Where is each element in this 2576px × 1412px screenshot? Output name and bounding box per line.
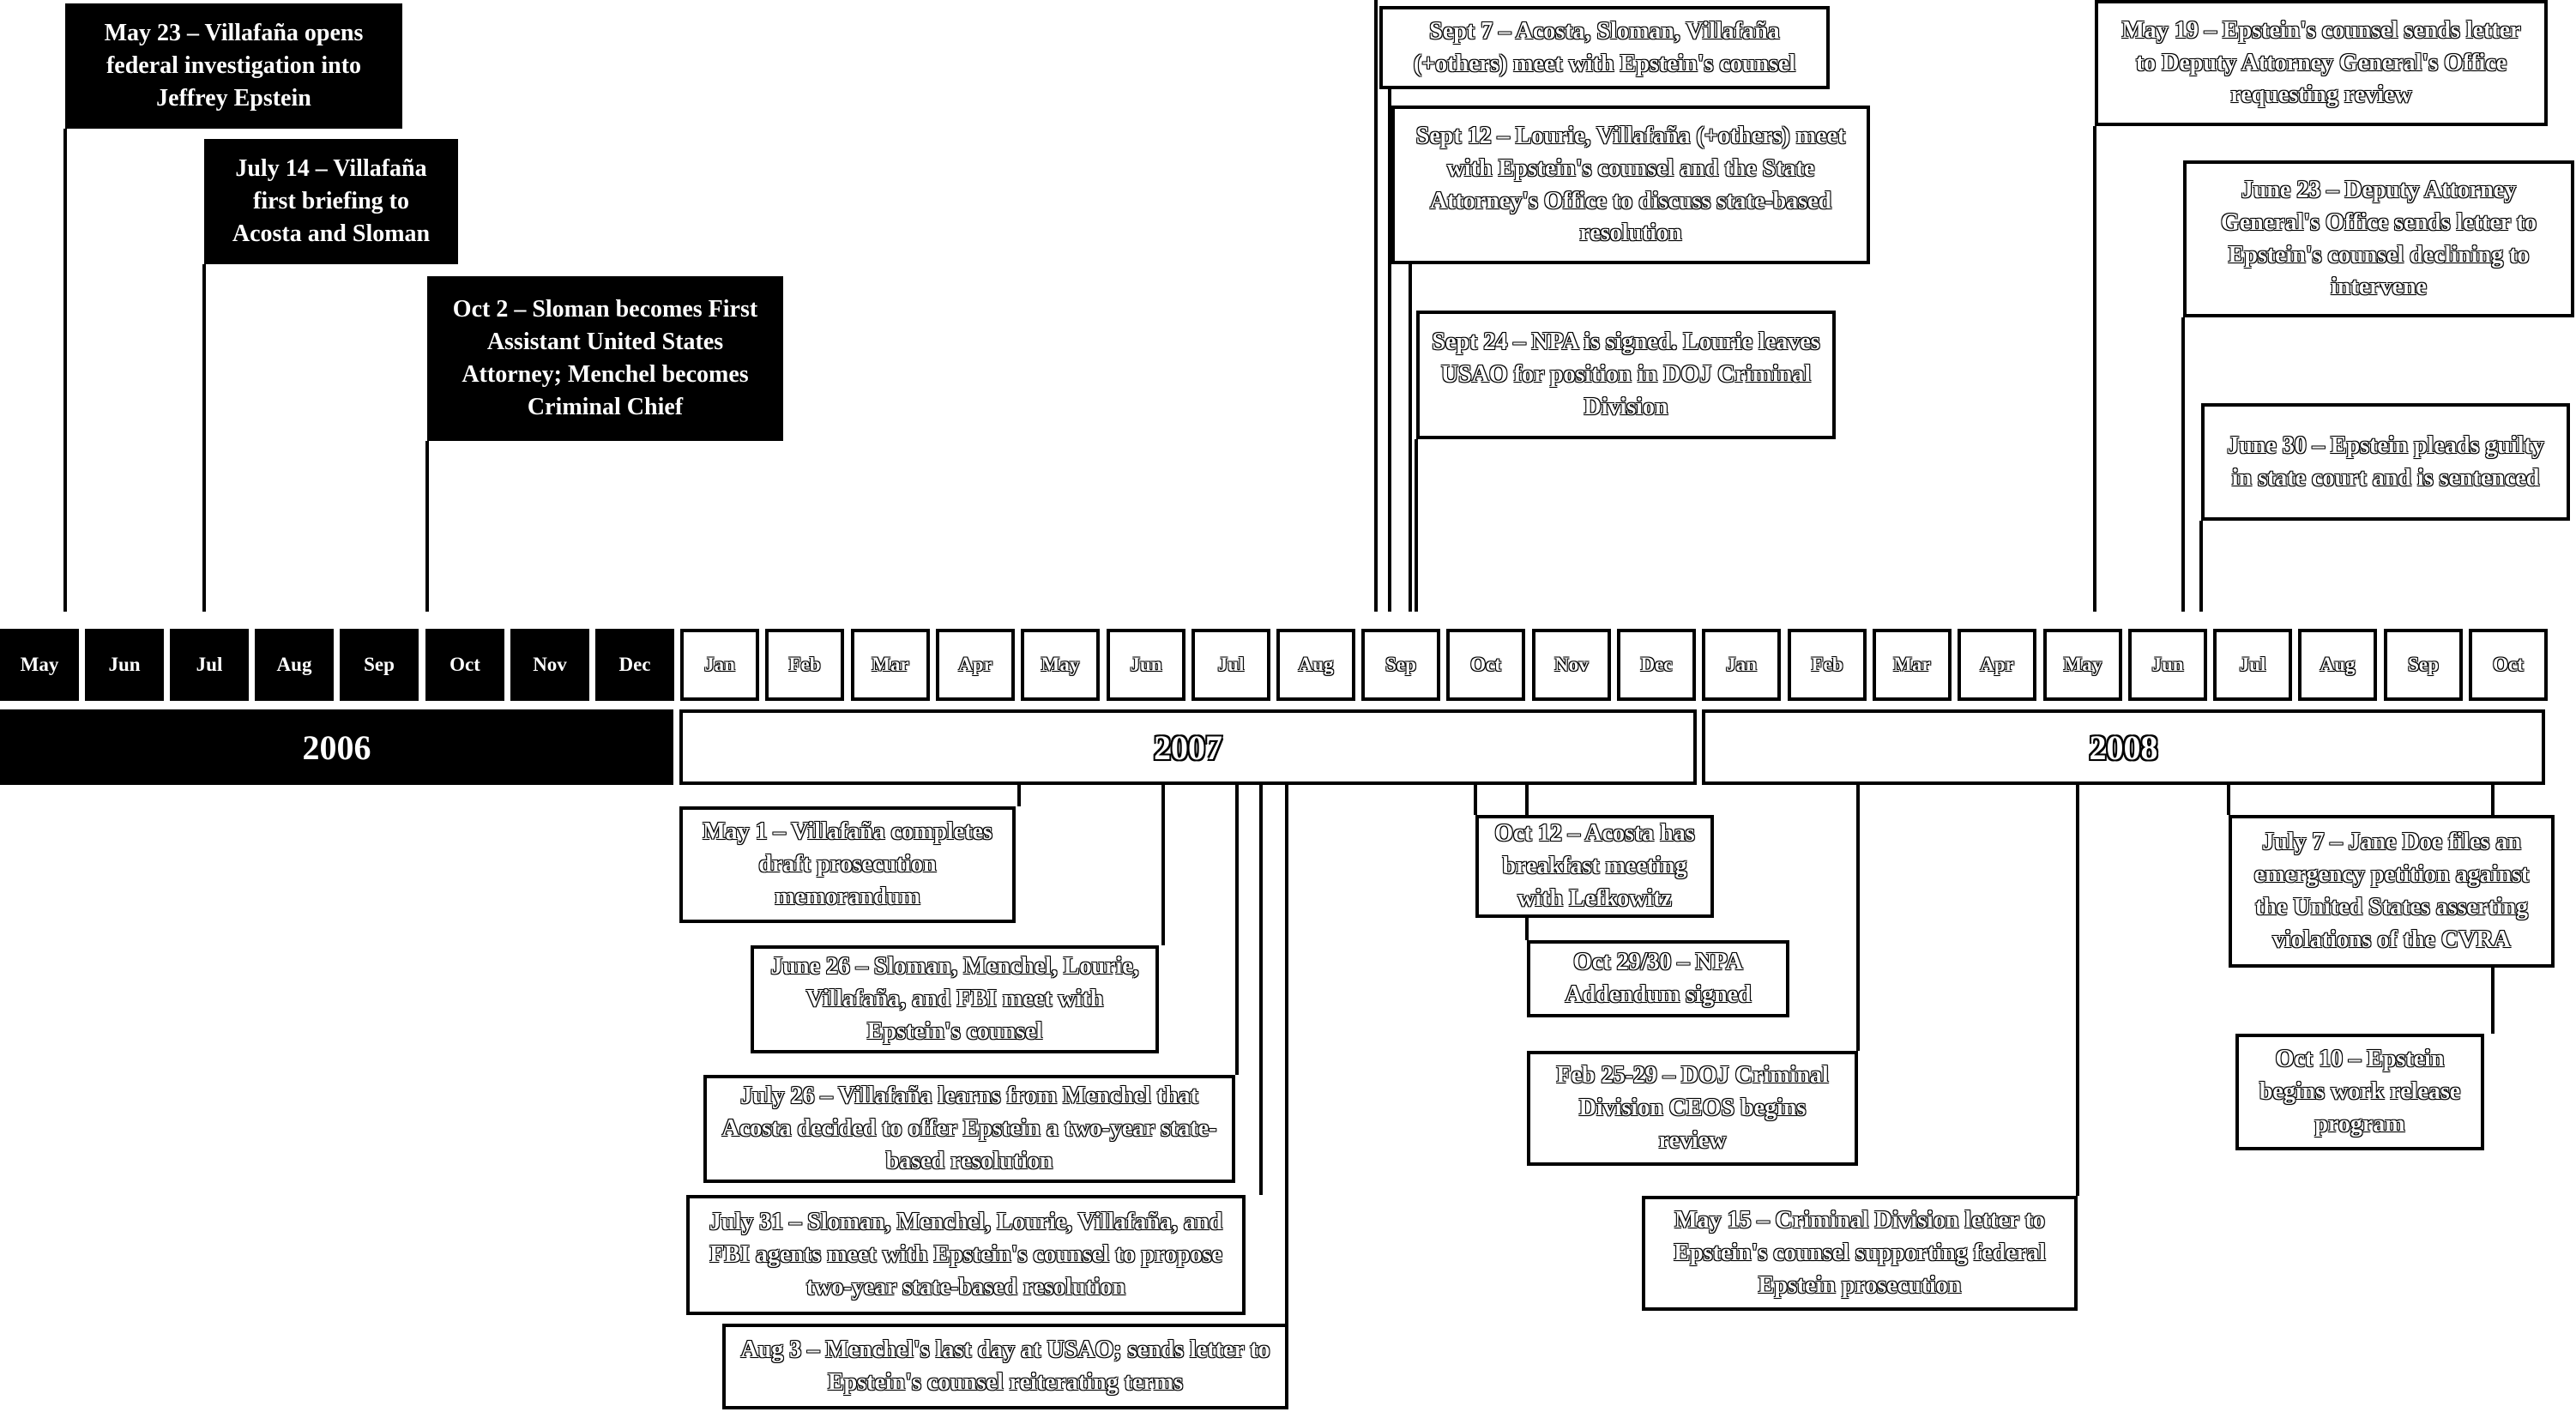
connector-line: [1415, 439, 1418, 612]
month-cell: Apr: [1958, 629, 2036, 701]
connector-line: [1161, 785, 1165, 945]
connector-line: [2227, 785, 2230, 815]
month-cell: Sep: [1361, 629, 1440, 701]
event-box-below: Aug 3 – Menchel's last day at USAO; send…: [722, 1324, 1288, 1409]
month-cell: May: [0, 629, 79, 701]
connector-line: [1856, 785, 1860, 1051]
event-box-above: July 14 – Villafaña first briefing to Ac…: [204, 139, 458, 264]
year-bar: 2007: [679, 709, 1697, 785]
event-box-above: June 30 – Epstein pleads guilty in state…: [2201, 403, 2570, 521]
month-cell: Jun: [2128, 629, 2207, 701]
month-cell: Nov: [1532, 629, 1611, 701]
connector-line: [1388, 89, 1391, 612]
month-cell: Jan: [680, 629, 759, 701]
connector-line: [2181, 317, 2185, 612]
month-cell: Jun: [85, 629, 164, 701]
month-cell: May: [2043, 629, 2122, 701]
event-box-below: June 26 – Sloman, Menchel, Lourie, Villa…: [751, 945, 1159, 1053]
month-cell: Oct: [1446, 629, 1525, 701]
month-cell: Sep: [340, 629, 419, 701]
month-cell: Mar: [851, 629, 930, 701]
connector-line: [1285, 785, 1288, 1324]
month-cell: Jul: [1191, 629, 1270, 701]
event-box-above: Sept 24 – NPA is signed. Lourie leaves U…: [1416, 311, 1836, 439]
event-box-below: May 15 – Criminal Division letter to Eps…: [1642, 1196, 2078, 1311]
event-box-below: Oct 12 – Acosta has breakfast meeting wi…: [1475, 815, 1714, 918]
month-cell: Aug: [255, 629, 334, 701]
event-box-above: June 23 – Deputy Attorney General's Offi…: [2183, 160, 2574, 317]
event-box-below: Oct 29/30 – NPA Addendum signed: [1527, 940, 1789, 1017]
event-box-above: Sept 7 – Acosta, Sloman, Villafaña (+oth…: [1379, 6, 1830, 89]
year-bar: 2008: [1702, 709, 2545, 785]
event-box-below: May 1 – Villafaña completes draft prosec…: [679, 806, 1016, 923]
event-box-below: July 26 – Villafaña learns from Menchel …: [703, 1075, 1235, 1183]
connector-line: [2076, 785, 2079, 1196]
event-box-below: Oct 10 – Epstein begins work release pro…: [2235, 1034, 2484, 1150]
month-cell: Jul: [170, 629, 249, 701]
month-cell: Aug: [1276, 629, 1355, 701]
connector-line: [1409, 264, 1412, 612]
month-cell: Aug: [2298, 629, 2377, 701]
month-cell: Apr: [936, 629, 1015, 701]
month-cell: May: [1021, 629, 1100, 701]
connector-line: [2199, 521, 2203, 612]
month-cell: Dec: [1617, 629, 1696, 701]
month-cell: Jul: [2213, 629, 2292, 701]
month-cell: Jan: [1702, 629, 1781, 701]
event-box-below: July 7 – Jane Doe files an emergency pet…: [2229, 815, 2555, 968]
connector-line: [1017, 785, 1021, 806]
event-box-below: Feb 25-29 – DOJ Criminal Division CEOS b…: [1527, 1051, 1858, 1166]
event-box-below: July 31 – Sloman, Menchel, Lourie, Villa…: [686, 1195, 1246, 1315]
event-box-above: Sept 12 – Lourie, Villafaña (+others) me…: [1391, 106, 1870, 264]
connector-line: [1474, 785, 1477, 815]
month-cell: Sep: [2384, 629, 2463, 701]
month-cell: Jun: [1107, 629, 1185, 701]
month-cell: Mar: [1873, 629, 1952, 701]
month-cell: Oct: [2469, 629, 2548, 701]
event-box-above: Oct 2 – Sloman becomes First Assistant U…: [427, 276, 783, 441]
month-cell: Feb: [1788, 629, 1867, 701]
connector-line: [1235, 785, 1239, 1075]
month-cell: Feb: [765, 629, 844, 701]
connector-line: [63, 129, 67, 612]
connector-line: [2093, 126, 2096, 612]
year-bar: 2006: [0, 709, 673, 785]
month-cell: Oct: [425, 629, 504, 701]
event-box-above: May 23 – Villafaña opens federal investi…: [65, 3, 402, 129]
connector-line: [425, 441, 429, 612]
connector-line: [202, 264, 206, 612]
connector-line: [1374, 0, 1378, 612]
connector-line: [1259, 785, 1263, 1195]
month-cell: Dec: [595, 629, 674, 701]
event-box-above: May 19 – Epstein's counsel sends letter …: [2095, 0, 2548, 126]
month-cell: Nov: [510, 629, 589, 701]
